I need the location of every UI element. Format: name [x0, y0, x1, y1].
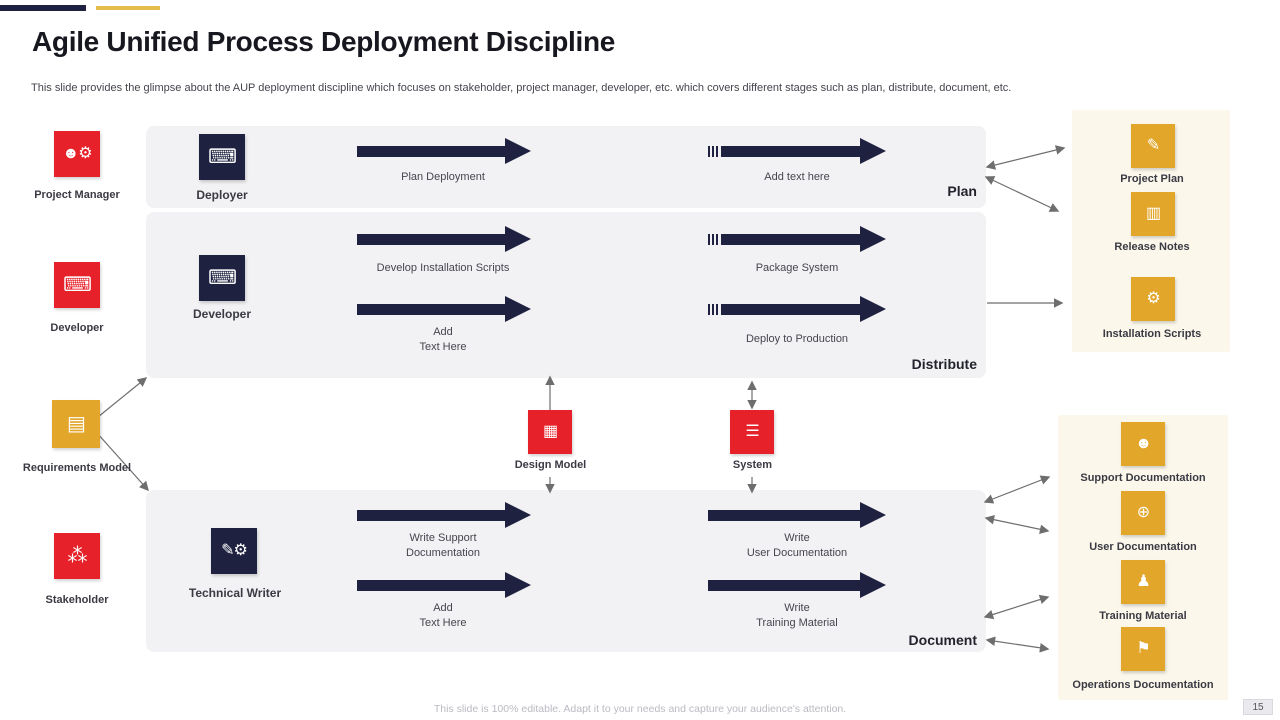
user-documentation-icon: ⊕ — [1121, 491, 1165, 535]
output-label-training-material: Training Material — [1099, 610, 1187, 622]
output-label-operations-documentation: Operations Documentation — [1072, 679, 1214, 691]
arrow-label-add-text-here-document: Add Text Here — [419, 602, 467, 630]
design-model-icon: ▦ — [528, 410, 572, 454]
arrow-label-add-text-here-plan: Add text here — [764, 171, 830, 183]
arrow-package-system — [708, 226, 886, 252]
support-documentation-icon: ☻ — [1121, 422, 1165, 466]
output-label-project-plan: Project Plan — [1120, 173, 1184, 185]
role-label-technical-writer: Technical Writer — [188, 586, 282, 600]
project-plan-icon: ✎ — [1131, 124, 1175, 168]
project-manager-icon: ☻⚙ — [54, 131, 100, 177]
arrow-label-write-user-documentation: Write User Documentation — [746, 532, 848, 560]
arrow-add-text-here-document — [357, 572, 531, 598]
developer-role-icon: ⌨ — [199, 255, 245, 301]
actor-label-stakeholder: Stakeholder — [45, 594, 109, 606]
role-label-developer: Developer — [192, 307, 252, 321]
band-plan — [146, 126, 986, 208]
actor-label-requirements-model: Requirements Model — [22, 462, 132, 474]
arrow-label-package-system: Package System — [755, 262, 839, 274]
arrow-label-write-support-documentation: Write Support Documentation — [406, 532, 480, 560]
artifact-label-system: System — [732, 459, 773, 471]
page-subtitle: This slide provides the glimpse about th… — [31, 82, 1012, 94]
arrow-deploy-to-production — [708, 296, 886, 322]
arrow-label-plan-deployment: Plan Deployment — [401, 171, 485, 183]
output-label-installation-scripts: Installation Scripts — [1102, 328, 1202, 340]
arrow-write-user-documentation — [708, 502, 886, 528]
actor-label-project-manager: Project Manager — [34, 189, 120, 201]
training-material-icon: ♟ — [1121, 560, 1165, 604]
actor-label-developer: Developer — [50, 322, 104, 334]
installation-scripts-icon: ⚙ — [1131, 277, 1175, 321]
arrow-plan-deployment — [357, 138, 531, 164]
stage-label-document: Document — [908, 632, 977, 648]
stage-label-plan: Plan — [947, 183, 977, 199]
role-label-deployer: Deployer — [196, 188, 248, 202]
requirements-model-icon: ▤ — [52, 400, 100, 448]
arrow-write-training-material — [708, 572, 886, 598]
stakeholder-icon: ⁂ — [54, 533, 100, 579]
developer-icon: ⌨ — [54, 262, 100, 308]
arrow-add-text-here-distribute — [357, 296, 531, 322]
output-label-support-documentation: Support Documentation — [1080, 472, 1206, 484]
arrow-label-write-training-material: Write Training Material — [756, 602, 838, 630]
artifact-label-design-model: Design Model — [514, 459, 587, 471]
release-notes-icon: ▥ — [1131, 192, 1175, 236]
accent-bar-gold — [96, 6, 160, 10]
output-label-user-documentation: User Documentation — [1089, 541, 1197, 553]
arrow-label-add-text-here-distribute: Add Text Here — [419, 326, 467, 354]
system-icon: ☰ — [730, 410, 774, 454]
page-number: 15 — [1243, 699, 1273, 715]
arrow-add-text-here-plan — [708, 138, 886, 164]
technical-writer-icon: ✎⚙ — [211, 528, 257, 574]
accent-bar-navy — [0, 5, 86, 11]
operations-documentation-icon: ⚑ — [1121, 627, 1165, 671]
output-label-release-notes: Release Notes — [1114, 241, 1190, 253]
page-title: Agile Unified Process Deployment Discipl… — [32, 26, 616, 57]
arrow-label-develop-installation-scripts: Develop Installation Scripts — [376, 262, 510, 274]
arrow-develop-installation-scripts — [357, 226, 531, 252]
stage-label-distribute: Distribute — [911, 356, 977, 372]
deployer-icon: ⌨ — [199, 134, 245, 180]
arrow-write-support-documentation — [357, 502, 531, 528]
arrow-label-deploy-to-production: Deploy to Production — [745, 333, 849, 345]
footer-note: This slide is 100% editable. Adapt it to… — [433, 703, 847, 715]
